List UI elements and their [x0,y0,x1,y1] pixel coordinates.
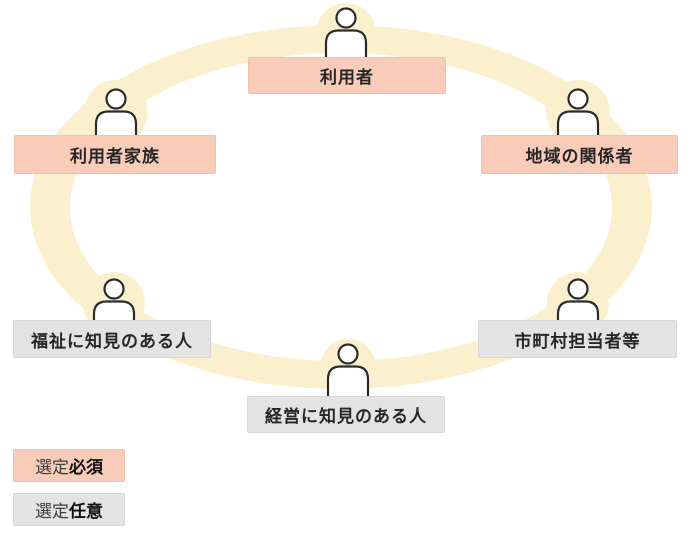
legend-required-emphasis: 必須 [69,458,103,477]
node-label-municipal-staff: 市町村担当者等 [478,320,677,358]
node-label-user: 利用者 [248,57,446,94]
legend-optional: 選定任意 [13,493,125,526]
node-label-welfare-expert: 福祉に知見のある人 [13,320,211,358]
legend-required-prefix: 選定 [35,458,69,477]
node-label-management-expert: 経営に知見のある人 [247,396,445,433]
node-label-community-related: 地域の関係者 [481,135,678,174]
legend-required: 選定必須 [13,449,125,482]
legend-optional-prefix: 選定 [35,502,69,521]
ring-inner-ellipse [70,53,612,361]
node-label-user-family: 利用者家族 [14,135,216,174]
legend-optional-emphasis: 任意 [69,502,103,521]
